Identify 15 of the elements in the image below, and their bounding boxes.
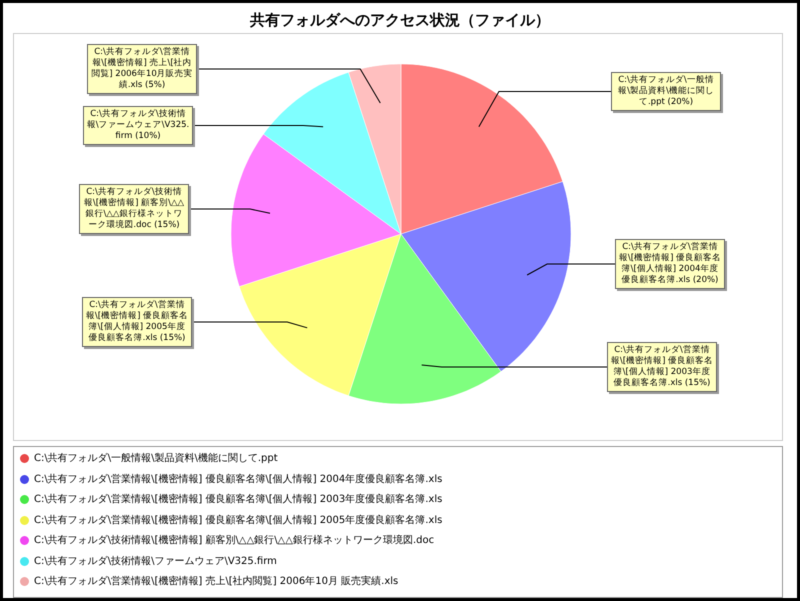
legend-label: C:\共有フォルダ\営業情報\[機密情報] 優良顧客名簿\[個人情報] 2005年度優良顧客名簿.xls xyxy=(34,514,442,528)
data-label: C:\共有フォルダ\技術情報\[機密情報] 顧客別\△△銀行\△△銀行様ネットワーク環境図.doc (15%) xyxy=(79,184,189,234)
data-label: C:\共有フォルダ\営業情報\[機密情報] 優良顧客名簿\[個人情報] 2004年度優良顧客名簿.xls (20%) xyxy=(615,239,725,289)
legend-label: C:\共有フォルダ\営業情報\[機密情報] 優良顧客名簿\[個人情報] 2004年度優良顧客名簿.xls xyxy=(34,472,442,486)
data-label: C:\共有フォルダ\技術情報\ファームウェア\V325.firm (10%) xyxy=(83,106,193,145)
data-label: C:\共有フォルダ\一般情報\製品資料\機能に関して.ppt (20%) xyxy=(611,72,721,111)
legend-label: C:\共有フォルダ\技術情報\[機密情報] 顧客別\△△銀行\△△銀行様ネットワーク環境図.doc xyxy=(34,534,434,548)
legend-label: C:\共有フォルダ\一般情報\製品資料\機能に関して.ppt xyxy=(34,452,278,466)
data-label: C:\共有フォルダ\営業情報\[機密情報] 優良顧客名簿\[個人情報] 2005年度優良顧客名簿.xls (15%) xyxy=(82,297,192,347)
chart-title: 共有フォルダへのアクセス状況（ファイル） xyxy=(249,11,551,30)
legend-label: C:\共有フォルダ\営業情報\[機密情報] 優良顧客名簿\[個人情報] 2003年度優良顧客名簿.xls xyxy=(34,492,442,507)
legend-label: C:\共有フォルダ\営業情報\[機密情報] 売上\[社内閲覧] 2006年10月 販売実績.xls xyxy=(34,574,398,589)
data-label: C:\共有フォルダ\営業情報\[機密情報] 売上\[社内閲覧] 2006年10月販売実績.xls (5%) xyxy=(87,44,197,94)
data-label: C:\共有フォルダ\営業情報\[機密情報] 優良顧客名簿\[個人情報] 2003年度優良顧客名簿.xls (15%) xyxy=(607,342,717,392)
legend-label: C:\共有フォルダ\技術情報\ファームウェア\V325.firm xyxy=(34,554,277,568)
